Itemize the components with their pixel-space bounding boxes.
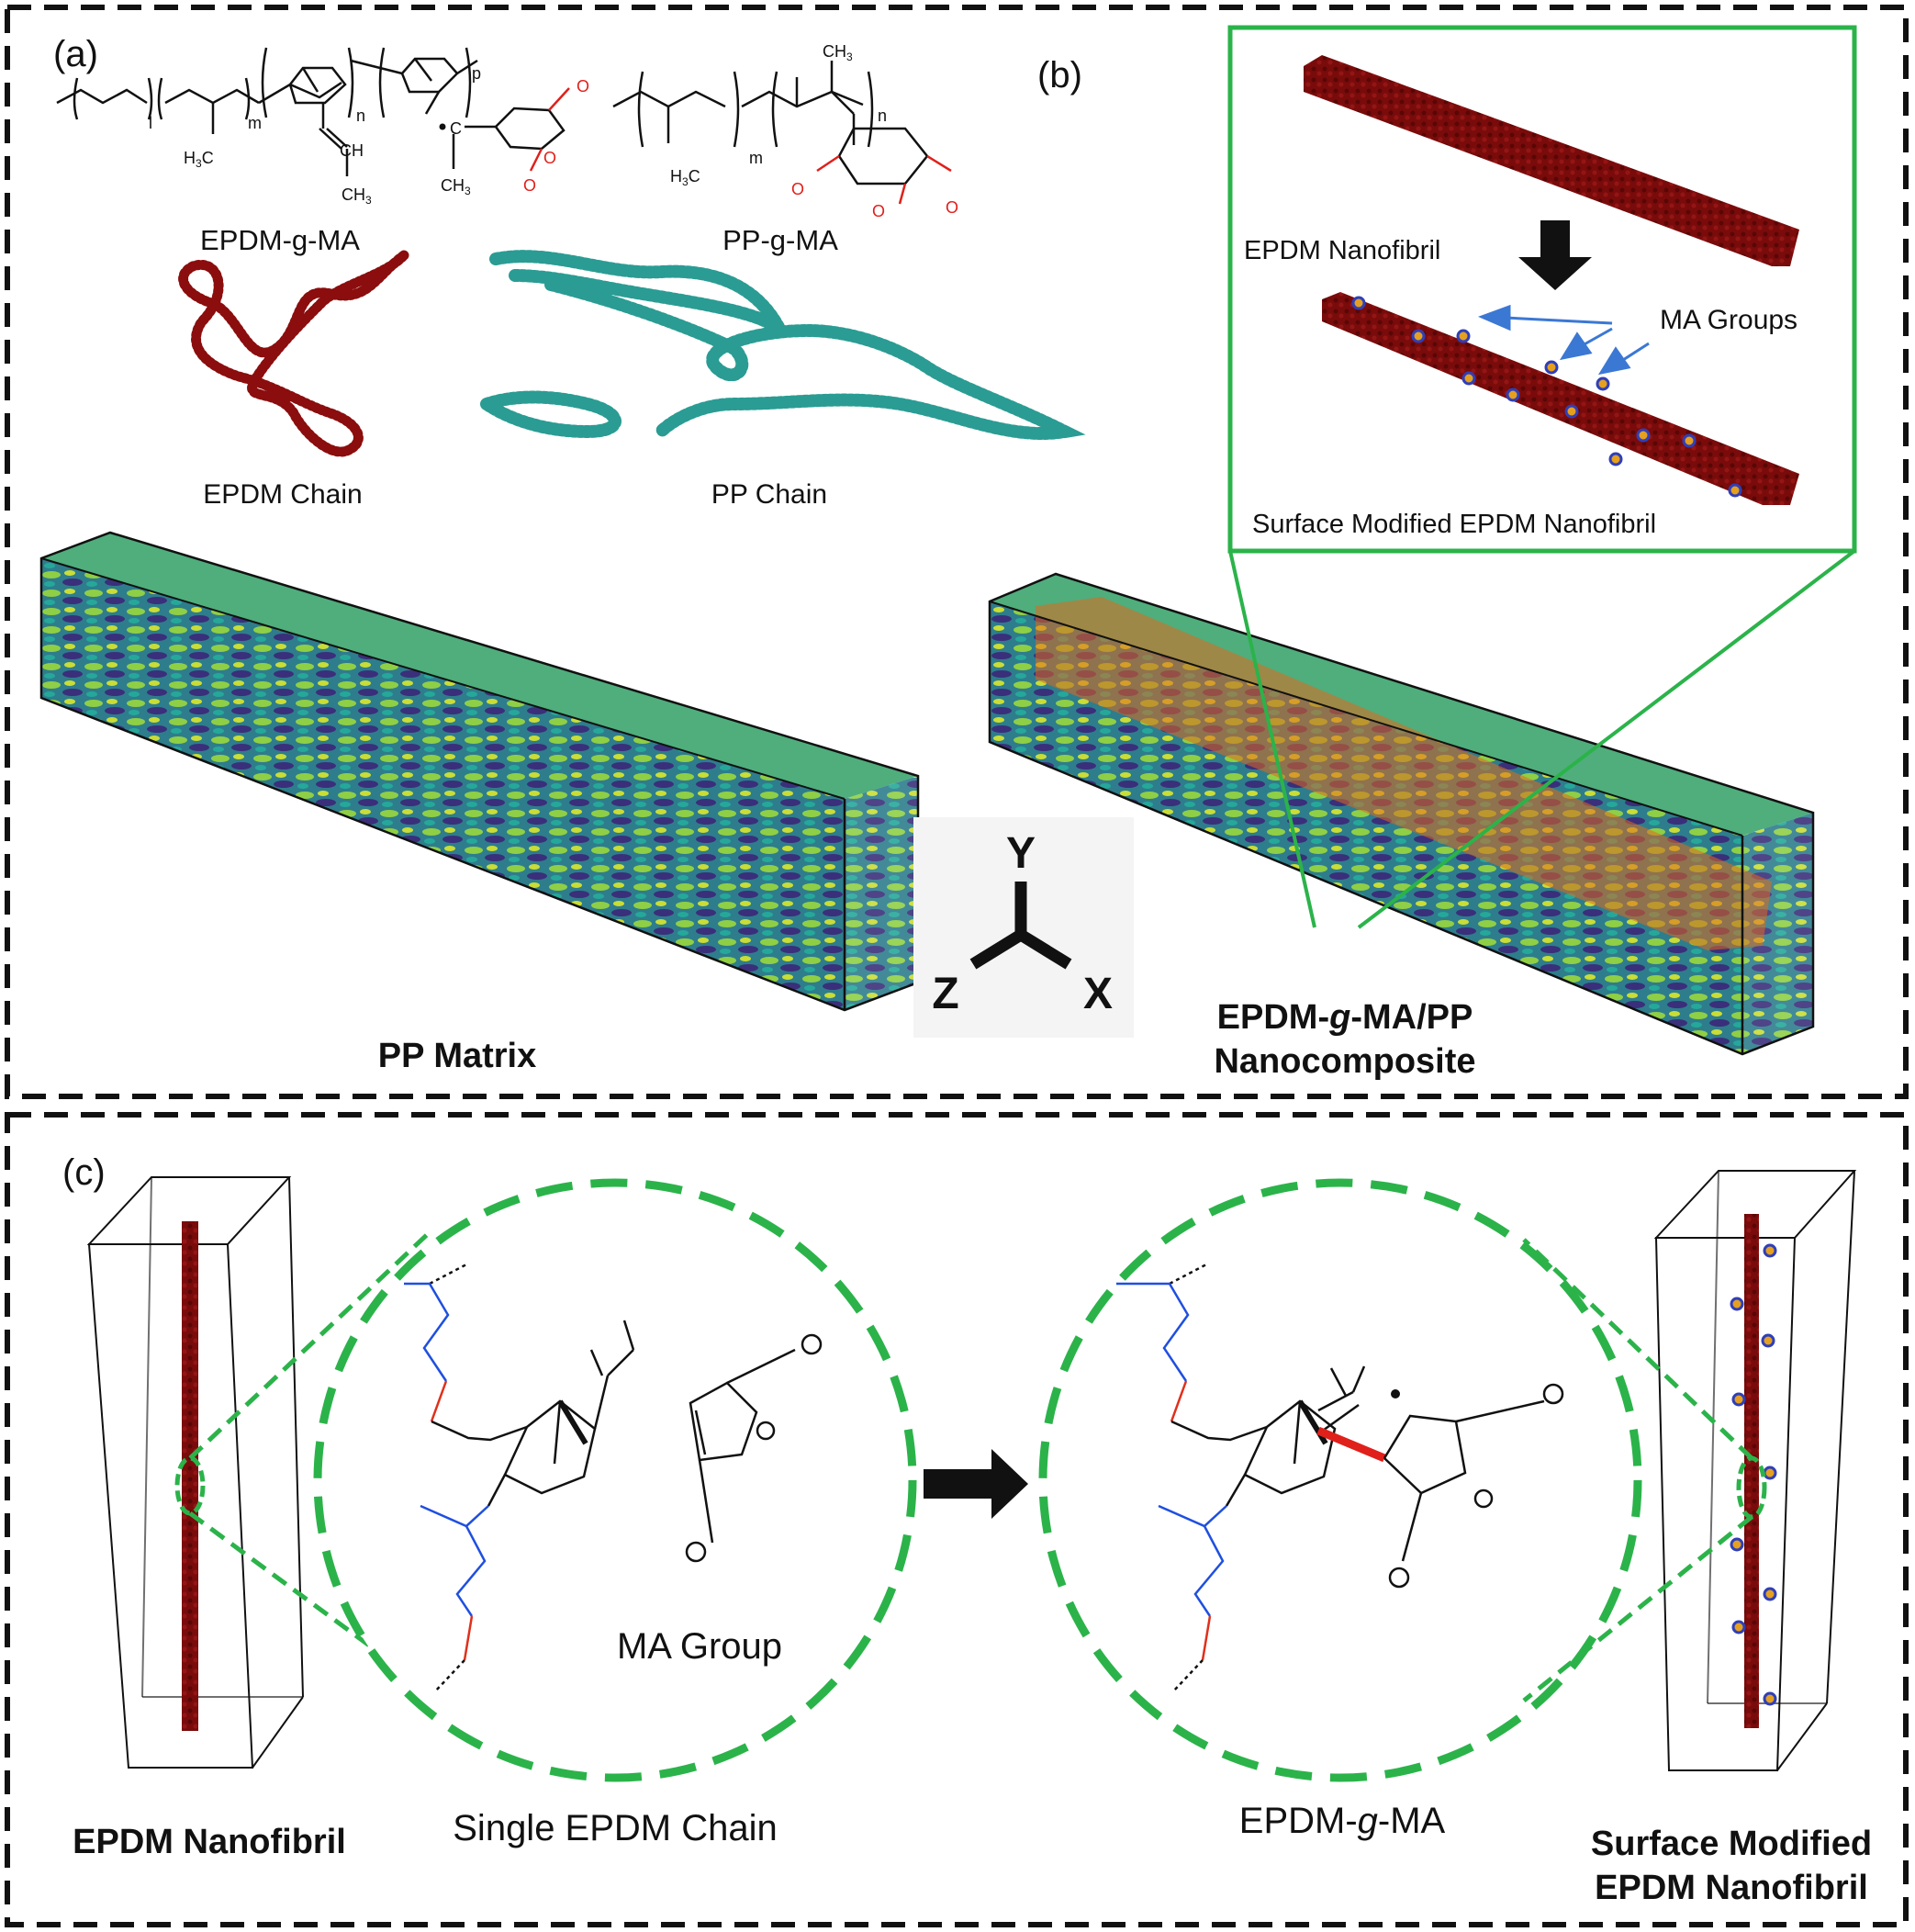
epdm-h3c-label: H3C (184, 149, 214, 170)
axes-indicator (913, 817, 1134, 1038)
epdm-sub-m: m (248, 114, 262, 132)
ma-group-molecule (689, 1348, 796, 1544)
epdm-ch-label: CH (340, 141, 364, 160)
pp-chain-image (480, 250, 1086, 441)
pp-matrix-box (39, 531, 920, 1012)
pp-g-ma-structure (612, 61, 952, 205)
epdm-sub-p: p (472, 64, 481, 83)
axis-z-label: Z (932, 970, 958, 1018)
epdm-sub-n: n (356, 107, 365, 125)
grafted-o-ring (1473, 1488, 1494, 1509)
inset-modified-nanofibril-image (1322, 292, 1799, 505)
nanocomposite-box (988, 572, 1815, 1056)
epdm-ch3-lower-label: CH3 (441, 176, 471, 197)
panel-c-border (5, 1112, 1909, 1927)
down-arrow (1518, 220, 1592, 290)
radical-dot-grafted (1391, 1389, 1400, 1398)
epdm-o-ring: O (543, 149, 556, 167)
inset-nanofibril-image (1304, 55, 1799, 266)
epdm-g-ma-molecule (1116, 1262, 1545, 1692)
epdm-radical-c-label: C (450, 119, 462, 138)
right-box-caption-line1: Surface Modified (1591, 1825, 1872, 1863)
ma-o-top (801, 1333, 823, 1355)
pp-o-right: O (946, 198, 958, 217)
right-box-caption-line2: EPDM Nanofibril (1595, 1869, 1868, 1907)
epdm-o-top: O (577, 77, 589, 95)
single-epdm-chain (404, 1262, 635, 1692)
zoom-line-left (1228, 550, 1316, 928)
axis-y-label: Y (1006, 829, 1036, 878)
epdm-ch3-label: CH3 (342, 185, 372, 207)
epdm-sub-l: l (149, 114, 152, 132)
right-zoom-line-bottom (1522, 1515, 1753, 1702)
epdm-g-ma-caption: EPDM-g-MA (200, 224, 360, 256)
epdm-g-ma-structure (56, 47, 570, 176)
grafted-caption: EPDM-g-MA (1239, 1801, 1446, 1841)
left-zoom-line-top (188, 1229, 433, 1460)
radical-dot (439, 123, 446, 130)
ma-group-markers (1351, 296, 1742, 498)
left-box-caption: EPDM Nanofibril (73, 1823, 346, 1861)
pp-o-left: O (791, 180, 804, 198)
single-chain-caption: Single EPDM Chain (453, 1808, 778, 1848)
grafted-o-bottom (1388, 1567, 1410, 1589)
ma-group-arrows (1477, 304, 1650, 376)
right-zoom-line-top (1522, 1238, 1753, 1460)
pp-matrix-caption: PP Matrix (378, 1037, 536, 1075)
zoom-line-right (1357, 549, 1856, 929)
pp-sub-m: m (749, 149, 763, 167)
left-simulation-box (86, 1176, 304, 1769)
epdm-chain-image (178, 250, 409, 457)
pp-h3c-label: H3C (670, 167, 700, 188)
ma-o-ring (756, 1421, 776, 1441)
embedded-nanofibril (1036, 597, 1772, 950)
pp-sub-n: n (878, 107, 887, 125)
grafted-o-top (1542, 1383, 1564, 1405)
epdm-o-bottom: O (523, 176, 536, 195)
ma-group-caption: MA Group (617, 1626, 782, 1667)
nanocomposite-caption-line2: Nanocomposite (1214, 1042, 1475, 1081)
ma-groups-caption: MA Groups (1660, 305, 1797, 335)
left-nanofibril-image (182, 1221, 198, 1731)
left-zoom-marker (174, 1455, 206, 1516)
ma-o-bottom (685, 1541, 707, 1563)
right-zoom-circle (1038, 1178, 1642, 1782)
pp-ch3-label: CH3 (823, 42, 853, 63)
nanocomposite-caption-line1: EPDM-g-MA/PP (1217, 998, 1473, 1037)
panel-label-b: (b) (1037, 55, 1082, 95)
panel-label-a: (a) (53, 34, 98, 74)
reaction-arrow (924, 1449, 1028, 1519)
right-nanofibril-image (1744, 1214, 1759, 1728)
panel-ab-border (5, 5, 1909, 1099)
panel-label-c: (c) (62, 1152, 106, 1193)
pp-chain-caption: PP Chain (711, 479, 827, 510)
axis-x-label: X (1083, 970, 1113, 1018)
pp-o-ring: O (872, 202, 885, 220)
pp-g-ma-caption: PP-g-MA (722, 224, 838, 256)
surface-modified-caption: Surface Modified EPDM Nanofibril (1252, 510, 1656, 539)
left-zoom-circle (313, 1178, 917, 1782)
inset-nanofibril-caption: EPDM Nanofibril (1244, 236, 1440, 265)
epdm-chain-caption: EPDM Chain (203, 479, 362, 510)
right-ma-markers (1730, 1243, 1777, 1706)
